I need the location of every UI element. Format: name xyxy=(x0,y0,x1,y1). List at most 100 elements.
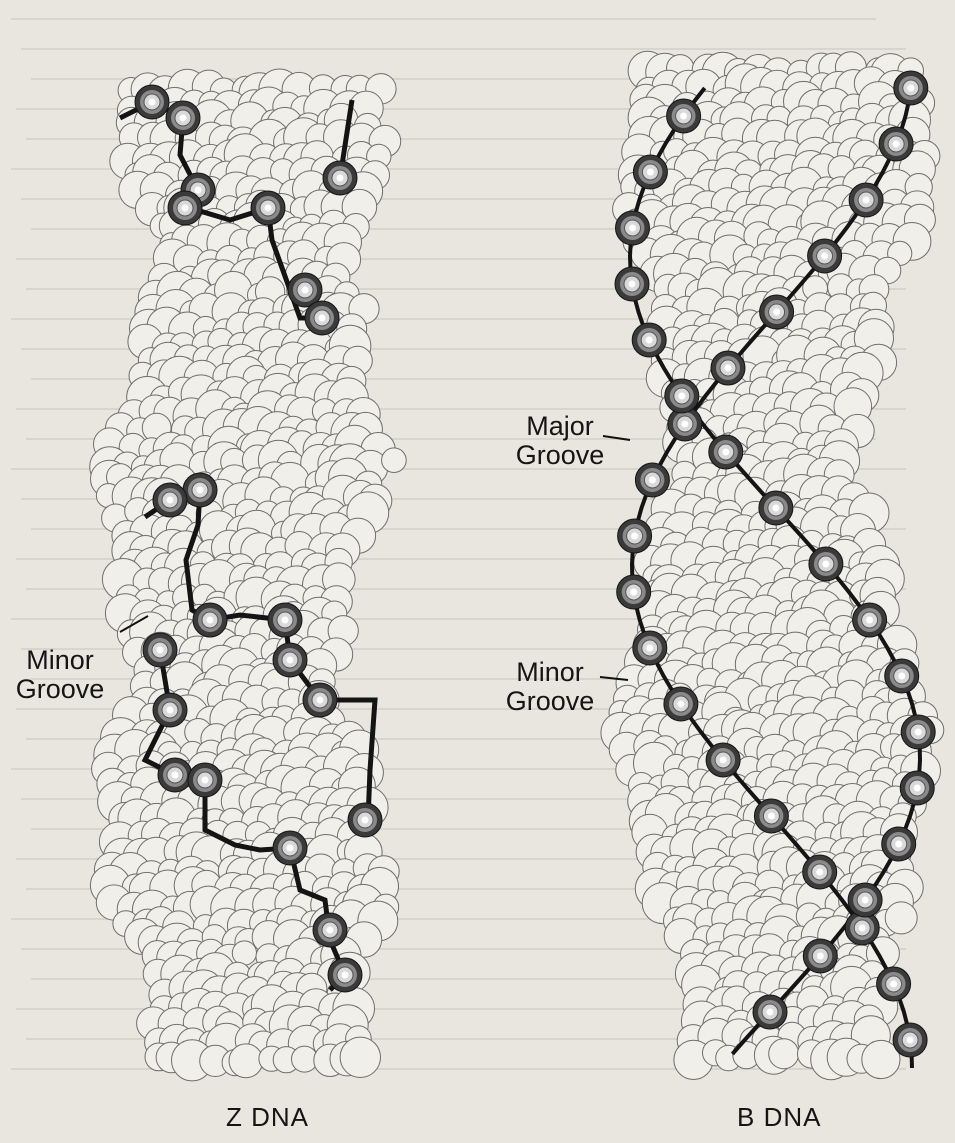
phosphate-ring xyxy=(287,657,294,664)
phosphate-group xyxy=(615,267,649,301)
phosphate-group xyxy=(803,855,837,889)
z-dna-caption: Z DNA xyxy=(226,1102,309,1133)
phosphate-group xyxy=(894,71,928,105)
phosphate-ring xyxy=(207,617,214,624)
phosphate-group xyxy=(268,603,302,637)
phosphate-ring xyxy=(725,365,732,372)
phosphate-group xyxy=(808,239,842,273)
phosphate-ring xyxy=(647,169,654,176)
z-dna-atoms xyxy=(90,69,407,1081)
phosphate-group xyxy=(853,603,887,637)
phosphate-ring xyxy=(898,673,905,680)
phosphate-ring xyxy=(859,925,866,932)
phosphate-group xyxy=(251,191,285,225)
phosphate-group xyxy=(900,771,934,805)
phosphate-group xyxy=(193,603,227,637)
phosphate-ring xyxy=(822,561,829,568)
b-major-groove-label-line2: Groove xyxy=(510,441,610,470)
z-minor-groove-label: Minor Groove xyxy=(10,646,110,704)
phosphate-group xyxy=(618,519,652,553)
phosphate-ring xyxy=(265,205,272,212)
phosphate-ring xyxy=(816,869,823,876)
phosphate-ring xyxy=(182,205,189,212)
phosphate-ring xyxy=(167,707,174,714)
phosphate-ring xyxy=(915,729,922,736)
phosphate-ring xyxy=(773,309,780,316)
b-dna-model xyxy=(601,51,944,1079)
phosphate-group xyxy=(882,827,916,861)
phosphate-group xyxy=(168,191,202,225)
phosphate-group xyxy=(753,995,787,1029)
phosphate-ring xyxy=(863,197,870,204)
phosphate-group xyxy=(633,155,667,189)
phosphate-ring xyxy=(646,645,653,652)
b-major-groove-label-line1: Major xyxy=(510,412,610,441)
phosphate-ring xyxy=(282,617,289,624)
phosphate-ring xyxy=(337,175,344,182)
phosphate-ring xyxy=(327,927,334,934)
phosphate-ring xyxy=(772,505,779,512)
phosphate-group xyxy=(273,831,307,865)
phosphate-ring xyxy=(180,115,187,122)
b-minor-groove-label: Minor Groove xyxy=(498,658,602,716)
phosphate-ring xyxy=(866,617,873,624)
atom-sphere xyxy=(232,941,256,965)
phosphate-group xyxy=(759,491,793,525)
phosphate-ring xyxy=(720,757,727,764)
phosphate-ring xyxy=(319,315,326,322)
phosphate-ring xyxy=(821,253,828,260)
phosphate-ring xyxy=(630,589,637,596)
phosphate-ring xyxy=(893,141,900,148)
phosphate-ring xyxy=(302,287,309,294)
phosphate-ring xyxy=(767,1009,774,1016)
phosphate-ring xyxy=(678,393,685,400)
phosphate-ring xyxy=(317,697,324,704)
phosphate-ring xyxy=(677,701,684,708)
atom-sphere xyxy=(885,902,917,934)
phosphate-ring xyxy=(649,477,656,484)
b-dna-caption: B DNA xyxy=(737,1102,821,1133)
phosphate-group xyxy=(664,687,698,721)
phosphate-group xyxy=(893,1023,927,1057)
z-minor-groove-label-line1: Minor xyxy=(10,646,110,675)
atom-sphere xyxy=(382,448,407,473)
phosphate-group xyxy=(616,211,650,245)
phosphate-group xyxy=(153,483,187,517)
phosphate-ring xyxy=(646,337,653,344)
phosphate-ring xyxy=(631,533,638,540)
phosphate-group xyxy=(877,967,911,1001)
phosphate-group xyxy=(848,883,882,917)
phosphate-group xyxy=(143,633,177,667)
phosphate-group xyxy=(803,939,837,973)
phosphate-group xyxy=(303,683,337,717)
phosphate-group xyxy=(323,161,357,195)
phosphate-group xyxy=(760,295,794,329)
phosphate-ring xyxy=(287,845,294,852)
phosphate-group xyxy=(667,99,701,133)
phosphate-group xyxy=(632,323,666,357)
phosphate-ring xyxy=(862,897,869,904)
phosphate-group xyxy=(305,301,339,335)
b-minor-groove-label-line2: Groove xyxy=(498,687,602,716)
phosphate-group xyxy=(885,659,919,693)
phosphate-group xyxy=(183,473,217,507)
phosphate-group xyxy=(273,643,307,677)
phosphate-group xyxy=(158,758,192,792)
phosphate-ring xyxy=(680,113,687,120)
phosphate-group xyxy=(188,763,222,797)
phosphate-ring xyxy=(890,981,897,988)
phosphate-group xyxy=(617,575,651,609)
phosphate-group xyxy=(633,631,667,665)
phosphate-ring xyxy=(907,1037,914,1044)
phosphate-ring xyxy=(342,972,349,979)
atom-sphere xyxy=(769,1039,799,1069)
phosphate-ring xyxy=(362,817,369,824)
phosphate-group xyxy=(706,743,740,777)
phosphate-group xyxy=(665,379,699,413)
phosphate-ring xyxy=(768,813,775,820)
phosphate-ring xyxy=(149,99,156,106)
phosphate-ring xyxy=(907,85,914,92)
phosphate-group xyxy=(135,85,169,119)
